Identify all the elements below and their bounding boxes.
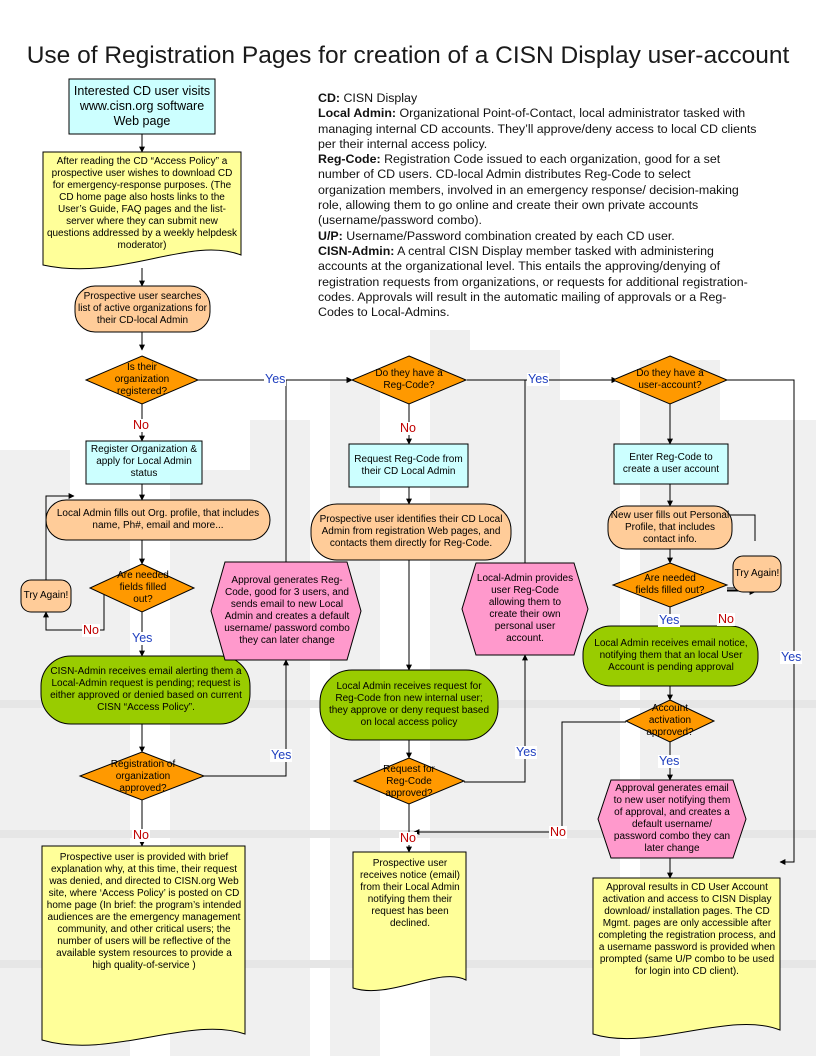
glossary-entry-reg-code: Reg-Code: Registration Code issued to ea…: [318, 152, 739, 228]
local-admin-receives-box: [319, 669, 499, 741]
regcode-approved-diamond: [352, 757, 466, 805]
register-org-box: [85, 440, 203, 485]
try-again-1-box: [20, 579, 72, 613]
identify-local-admin-box: [310, 503, 512, 561]
no-label-account-approved: No: [549, 825, 567, 839]
access-policy-doc: [42, 151, 242, 270]
start-label: Interested CD user visits www.cisn.org s…: [73, 83, 211, 128]
yes-label-have-account: Yes: [780, 650, 803, 664]
regcode-declined-label: Prospective user receives notice (email)…: [359, 858, 461, 929]
yes-label-org-registered: Yes: [264, 372, 287, 386]
register-org-label: Register Organization & apply for Local …: [90, 444, 198, 479]
local-admin-provides-hexagon: [461, 562, 589, 656]
local-admin-provides-label: Local-Admin provides user Reg-Code allow…: [476, 573, 574, 644]
edge-accountapproved-no: [413, 721, 626, 835]
have-account-label: Do they have a user-account?: [636, 368, 704, 391]
edge-haveaccount-yes: [727, 379, 795, 865]
fill-personal-profile-label: New user fills out Personal Profile, tha…: [610, 509, 730, 545]
fields-filled-2-label: Are needed fields filled out?: [635, 573, 705, 596]
have-account-diamond: [611, 355, 729, 405]
org-denied-doc: [41, 845, 246, 1046]
no-label-regcode-approved: No: [399, 831, 417, 845]
edge-provides-loop: [524, 377, 618, 563]
glossary-entry-cd: CD: CISN Display: [318, 91, 418, 105]
org-approved-diamond: [78, 751, 206, 801]
no-label-have-regcode: No: [399, 421, 417, 435]
enter-regcode-box: [613, 443, 729, 485]
fill-org-profile-label: Local Admin fills out Org. profile, that…: [56, 508, 260, 531]
regcode-declined-doc: [352, 851, 467, 992]
org-denied-label: Prospective user is provided with brief …: [46, 852, 242, 971]
activation-label: Approval results in CD User Account acti…: [598, 882, 776, 977]
glossary: CD: CISN Display Local Admin: Organizati…: [318, 91, 758, 320]
yes-label-fields-2: Yes: [658, 613, 681, 627]
have-regcode-diamond: [350, 355, 468, 405]
no-label-org-registered: No: [132, 418, 150, 432]
yes-label-fields-1: Yes: [131, 631, 154, 645]
fill-personal-profile-box: [607, 505, 733, 550]
search-orgs-label: Prospective user searches list of active…: [78, 291, 207, 326]
request-regcode-label: Request Reg-Code from their CD Local Adm…: [354, 453, 463, 477]
access-policy-label: After reading the CD “Access Policy” a p…: [46, 156, 238, 251]
glossary-entry-local-admin: Local Admin: Organizational Point-of-Con…: [318, 106, 757, 151]
approval-regcode-label: Approval generates Reg-Code, good for 3 …: [224, 575, 350, 646]
regcode-approved-label: Request for Reg-Code approved?: [383, 764, 435, 799]
approval-email-label: Approval generates email to new user not…: [613, 783, 731, 854]
org-registered-label: Is their organization registered?: [114, 362, 170, 397]
yes-label-org-approved: Yes: [270, 748, 293, 762]
fields-filled-1-diamond: [88, 563, 196, 613]
edge-tryagain-loop: [45, 493, 75, 580]
edge-regcodeapproved-yes: [464, 654, 528, 783]
edge-fields-no-tryagain: [43, 588, 105, 631]
try-again-2-label: Try Again!: [734, 568, 780, 579]
cisn-admin-email-label: CISN-Admin receives email alerting them …: [50, 666, 242, 713]
edge-approved-yes: [204, 659, 289, 777]
yes-label-regcode-approved: Yes: [515, 745, 538, 759]
local-admin-notice-label: Local Admin receives email notice, notif…: [594, 638, 748, 673]
try-again-2-box: [732, 555, 782, 593]
request-regcode-box: [348, 443, 469, 488]
identify-local-admin-label: Prospective user identifies their CD Loc…: [319, 514, 503, 549]
no-label-fields-1: No: [82, 623, 100, 637]
page-title: Use of Registration Pages for creation o…: [26, 42, 790, 69]
org-approved-label: Registration of organization approved?: [110, 759, 176, 794]
cisn-admin-email-box: [40, 655, 251, 725]
fields-filled-1-label: Are needed fields filled out?: [117, 570, 169, 605]
account-approved-label: Account activation approved?: [646, 703, 694, 738]
yes-label-account-approved: Yes: [658, 754, 681, 768]
org-registered-diamond: [84, 355, 200, 405]
local-admin-receives-label: Local Admin receives request for Reg-Cod…: [328, 681, 490, 728]
enter-regcode-label: Enter Reg-Code to create a user account: [622, 452, 720, 475]
account-approved-diamond: [624, 699, 716, 743]
activation-doc: [592, 877, 781, 1040]
fill-org-profile-box: [45, 499, 271, 541]
approval-email-hexagon: [597, 779, 747, 859]
glossary-entry-cisn-admin: CISN-Admin: A central CISN Display membe…: [318, 243, 748, 320]
glossary-entry-up: U/P: Username/Password combination creat…: [318, 228, 675, 243]
approval-regcode-hexagon: [210, 561, 362, 661]
try-again-1-label: Try Again!: [23, 590, 69, 601]
yes-label-have-regcode: Yes: [527, 372, 550, 386]
search-orgs-box: [74, 285, 211, 333]
start-box: [68, 78, 216, 135]
no-label-fields-2: No: [717, 612, 735, 626]
fields-filled-2-diamond: [611, 562, 729, 608]
have-regcode-label: Do they have a Reg-Code?: [375, 368, 443, 391]
no-label-org-approved: No: [132, 828, 150, 842]
